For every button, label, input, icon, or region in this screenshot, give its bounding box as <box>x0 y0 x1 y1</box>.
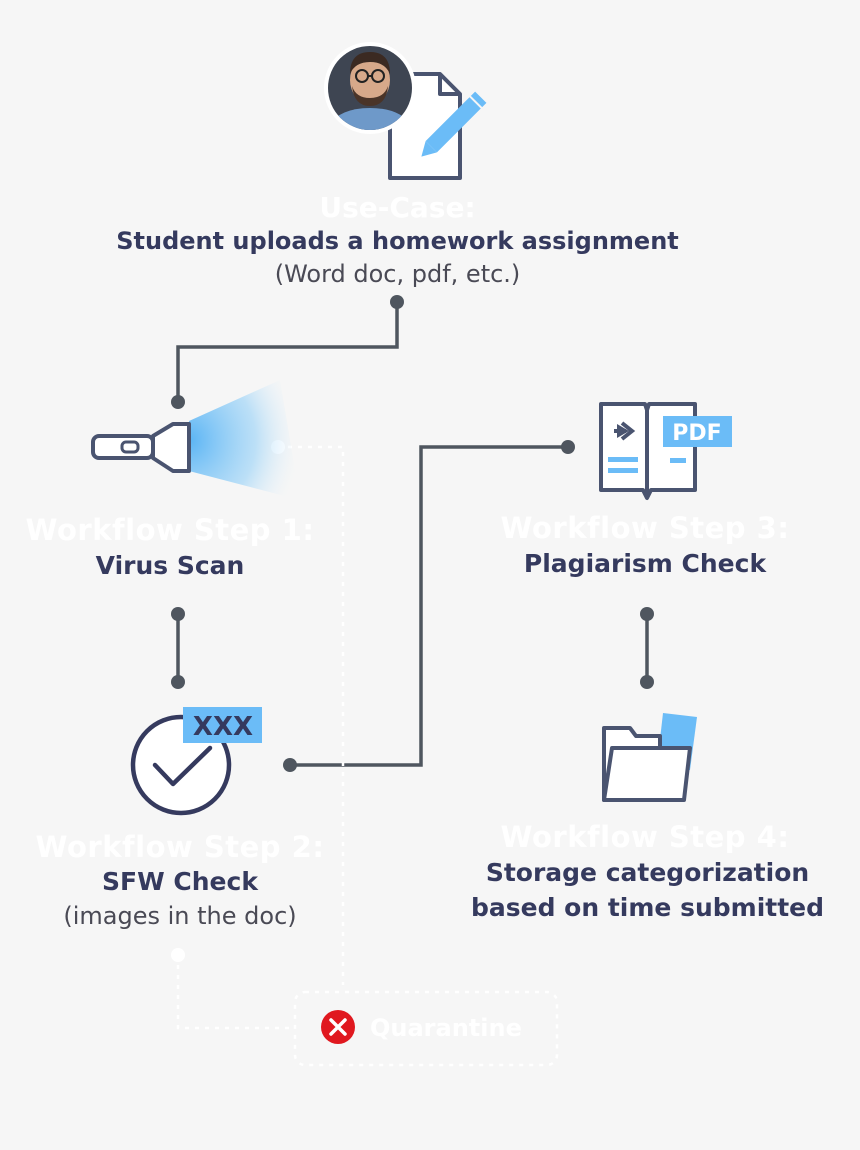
connector-step3-to-step4 <box>640 607 654 689</box>
book-pdf-icon <box>599 402 732 500</box>
connector-step1-to-step2 <box>171 607 185 689</box>
step4-name-line2: based on time submitted <box>470 893 825 922</box>
quarantine-label: Quarantine <box>370 1014 522 1042</box>
xxx-badge: XXX <box>193 712 253 742</box>
connector-usecase-to-step1 <box>176 302 399 402</box>
usecase-sub: (Word doc, pdf, etc.) <box>274 260 521 288</box>
step1-title: Workflow Step 1: <box>25 513 315 547</box>
step2-title: Workflow Step 2: <box>35 830 325 864</box>
step2-sub: (images in the doc) <box>63 902 297 930</box>
quarantine-box <box>293 990 559 1067</box>
red-x-icon <box>321 1010 355 1044</box>
usecase-name: Student uploads a homework assignment <box>116 227 679 255</box>
step4-name: Storage categorization <box>485 858 810 887</box>
failure-path-step1 <box>278 445 345 985</box>
usecase-title: Use-Case: <box>319 191 476 224</box>
flashlight-icon <box>91 380 300 500</box>
step2-name: SFW Check <box>102 867 258 896</box>
failure-dot <box>171 948 185 962</box>
connector-step2-to-step3 <box>283 440 575 772</box>
failure-path-step2 <box>176 955 295 1030</box>
step3-name: Plagiarism Check <box>523 549 767 578</box>
step3-title: Workflow Step 3: <box>500 511 790 545</box>
pdf-badge: PDF <box>672 421 721 446</box>
connector-dot <box>171 395 185 409</box>
connector-dot <box>390 295 404 309</box>
folder-icon <box>602 713 697 802</box>
avatar <box>324 42 416 134</box>
step4-title: Workflow Step 4: <box>500 820 790 854</box>
step1-name: Virus Scan <box>95 551 245 580</box>
checkmark-circle-icon <box>130 707 262 816</box>
